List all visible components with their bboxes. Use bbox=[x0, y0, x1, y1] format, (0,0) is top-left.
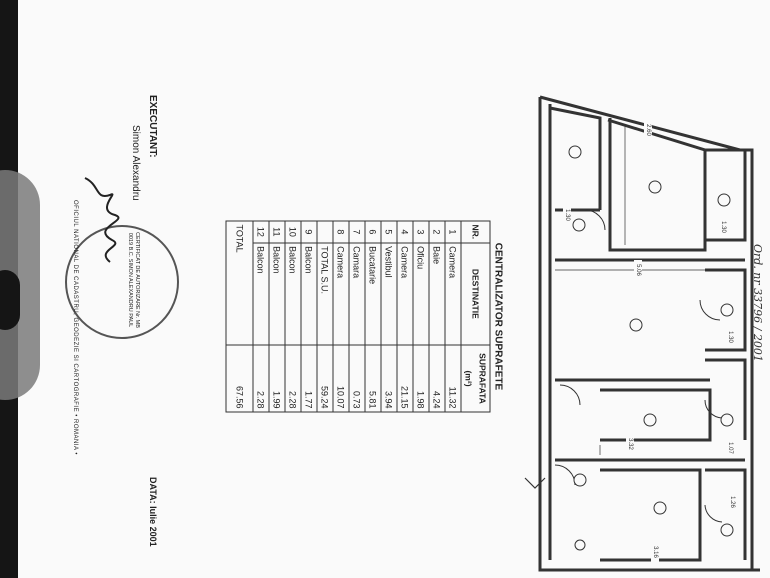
room-number-2 bbox=[568, 145, 582, 159]
room-number-3 bbox=[572, 218, 586, 232]
room-number-4 bbox=[629, 318, 643, 332]
official-stamp bbox=[65, 225, 179, 339]
room-number-1 bbox=[648, 180, 662, 194]
plan-walls bbox=[538, 95, 760, 572]
room-number-5 bbox=[573, 473, 587, 487]
room-number-8 bbox=[653, 501, 667, 515]
plan-entrance-mark bbox=[524, 477, 546, 489]
handwritten-order-number: Ord. nr 33796 / 2001 bbox=[751, 244, 764, 362]
room-number-9 bbox=[717, 193, 731, 207]
date-label: DATA: Iulie 2001 bbox=[148, 477, 158, 547]
room-number-12 bbox=[720, 523, 734, 537]
scan-shadow bbox=[0, 270, 20, 330]
room-number-11 bbox=[720, 413, 734, 427]
plan-dimension-lines bbox=[555, 125, 745, 455]
room-number-7 bbox=[574, 539, 586, 551]
room-number-10 bbox=[720, 303, 734, 317]
plan-door-arcs bbox=[554, 209, 723, 523]
room-number-6 bbox=[643, 413, 657, 427]
